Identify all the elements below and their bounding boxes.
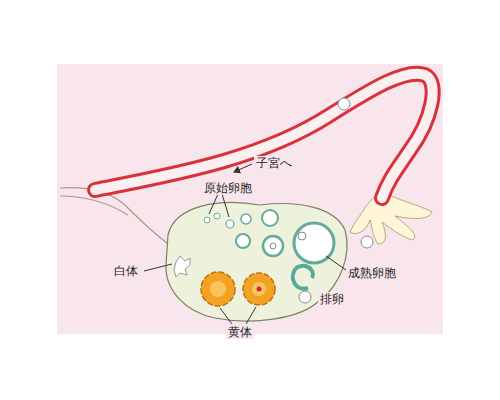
follicle <box>226 220 234 228</box>
follicle <box>241 214 251 224</box>
corpus-albicans <box>174 256 190 277</box>
follicle <box>262 210 278 226</box>
tube-lumen <box>95 74 433 198</box>
follicle <box>236 234 250 248</box>
oocyte <box>270 243 276 249</box>
follicle <box>214 213 220 219</box>
ovulated-egg <box>299 291 311 303</box>
direction-label: 子宮へ <box>254 156 294 170</box>
follicle <box>204 217 210 223</box>
oocyte <box>298 232 306 240</box>
part-label: 黄体 <box>226 325 254 339</box>
ligament <box>60 188 170 245</box>
egg <box>361 236 373 248</box>
follicle <box>263 236 283 256</box>
ovary <box>166 203 347 321</box>
corpus-luteum <box>201 272 275 306</box>
background <box>57 64 443 334</box>
fimbriae <box>350 190 432 244</box>
part-label: 白体 <box>112 264 140 278</box>
egg <box>338 98 350 110</box>
ruptured-follicle <box>293 266 313 289</box>
part-label: 原始卵胞 <box>202 181 254 195</box>
ligament <box>60 196 128 215</box>
leader-lines <box>144 164 346 324</box>
part-label: 成熟卵胞 <box>346 266 398 280</box>
fallopian-tube <box>95 74 433 198</box>
part-label: 排卵 <box>318 292 346 306</box>
